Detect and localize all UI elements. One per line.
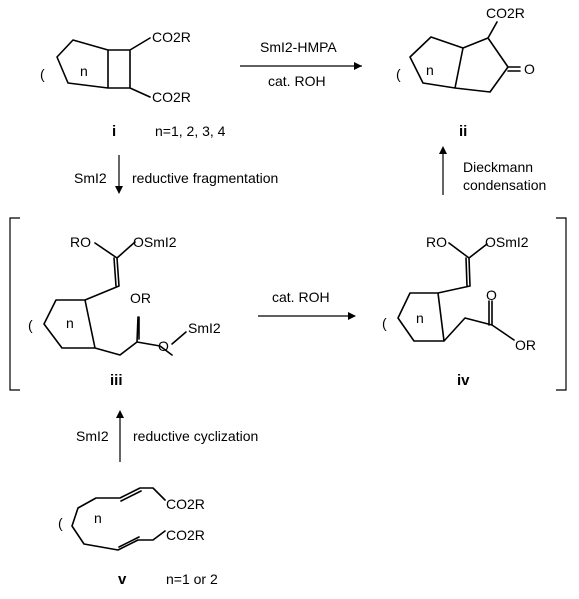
arrow-v-to-iii: SmI2 reductive cyclization [76, 410, 258, 462]
compound-iv: ( n RO OSmI2 O OR iv [382, 234, 536, 389]
arrow-i-to-iii: SmI2 reductive fragmentation [74, 155, 278, 194]
compound-i-top-substituent: CO2R [152, 29, 191, 45]
compound-iv-bonds [397, 242, 515, 342]
compound-iv-label: iv [457, 372, 470, 389]
compound-iii-paren: ( [28, 317, 33, 333]
arrow-iv-to-ii-line2: condensation [463, 177, 546, 193]
compound-v-top-substituent: CO2R [166, 496, 205, 512]
arrow-v-to-iii-description: reductive cyclization [133, 428, 258, 444]
compound-v-paren: ( [58, 515, 63, 531]
compound-ii-substituent: CO2R [486, 5, 525, 21]
compound-v-ring-n: n [94, 510, 102, 526]
arrow-i-to-iii-description: reductive fragmentation [132, 170, 278, 186]
arrow-i-to-iii-reagent: SmI2 [74, 170, 107, 186]
compound-i-condition: n=1, 2, 3, 4 [155, 123, 226, 139]
compound-v-bonds [71, 487, 166, 551]
arrow-i-to-iii-head [115, 186, 123, 194]
compound-v-condition: n=1 or 2 [166, 571, 218, 587]
compound-iii-ro: RO [70, 234, 91, 250]
compound-iii-label: iii [110, 372, 123, 389]
compound-iv-ro: RO [426, 234, 447, 250]
compound-ii-paren: ( [396, 66, 401, 82]
compound-ii: ( n CO2R O ii [396, 5, 535, 140]
arrow-iv-to-ii: Dieckmann condensation [439, 146, 546, 195]
compound-iii-osmi2: OSmI2 [133, 234, 177, 250]
arrow-iv-to-ii-line1: Dieckmann [463, 159, 533, 175]
arrow-v-to-iii-reagent: SmI2 [76, 428, 109, 444]
compound-iv-osmi2: OSmI2 [485, 234, 529, 250]
compound-iv-paren: ( [382, 315, 387, 331]
compound-iii-or: OR [130, 290, 151, 306]
arrow-iii-to-iv-conditions: cat. ROH [272, 289, 330, 305]
compound-ii-ring-n: n [426, 62, 434, 78]
compound-i-ring-n: n [80, 63, 88, 79]
compound-iii-smi2: SmI2 [188, 320, 221, 336]
bracket-left [9, 217, 20, 391]
compound-ii-carbonyl-o: O [524, 61, 535, 77]
compound-i: ( n CO2R CO2R i n=1, 2, 3, 4 [40, 29, 226, 140]
compound-iv-carbonyl-o: O [486, 287, 497, 303]
compound-i-paren: ( [40, 66, 45, 82]
arrow-i-to-ii-reagent: SmI2-HMPA [260, 39, 337, 55]
compound-v: ( n CO2R CO2R v n=1 or 2 [58, 487, 218, 588]
compound-i-label: i [112, 123, 116, 140]
compound-iv-ring-n: n [416, 310, 424, 326]
compound-iv-or: OR [515, 337, 536, 353]
arrow-iv-to-ii-head [439, 146, 447, 154]
compound-iii-o-sm-bond [171, 331, 187, 345]
arrow-iii-to-iv: cat. ROH [258, 289, 356, 320]
arrow-v-to-iii-head [116, 410, 124, 418]
arrow-i-to-ii: SmI2-HMPA cat. ROH [240, 39, 362, 89]
compound-ii-label: ii [459, 123, 467, 140]
compound-i-bottom-substituent: CO2R [152, 89, 191, 105]
bracket-right [556, 217, 567, 391]
arrow-i-to-ii-head [354, 62, 362, 70]
arrow-i-to-ii-conditions: cat. ROH [268, 73, 326, 89]
compound-iii-bonds [43, 241, 173, 356]
compound-ii-bonds [409, 21, 521, 93]
compound-i-bonds [56, 37, 151, 98]
arrow-iii-to-iv-head [348, 312, 356, 320]
compound-v-bottom-substituent: CO2R [166, 527, 205, 543]
compound-v-label: v [118, 571, 127, 588]
compound-iii-ring-n: n [66, 315, 74, 331]
compound-iii-o: O [158, 338, 169, 354]
compound-iii: ( n RO OSmI2 OR O SmI2 iii [28, 234, 221, 389]
